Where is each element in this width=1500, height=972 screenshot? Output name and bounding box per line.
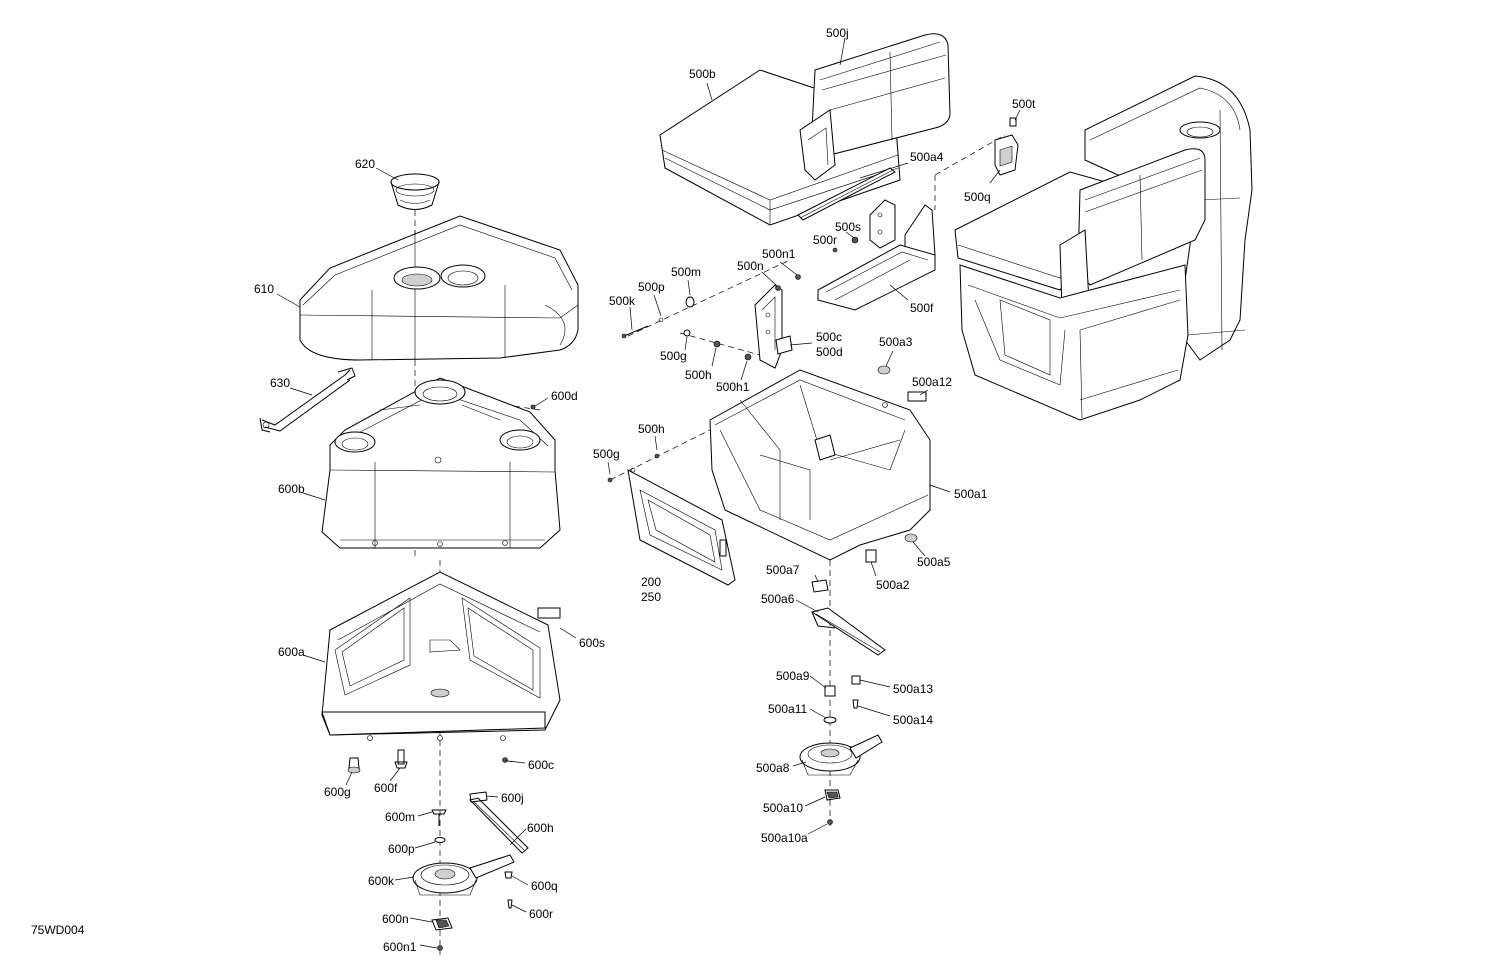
- label-500a7: 500a7: [766, 563, 800, 577]
- console-base-frame-600a: [321, 571, 561, 741]
- label-500a9: 500a9: [776, 669, 810, 683]
- label-200: 200: [641, 575, 661, 589]
- label-600b: 600b: [278, 482, 305, 496]
- label-500k: 500k: [609, 294, 636, 308]
- label-500j: 500j: [826, 26, 849, 40]
- label-500a2: 500a2: [876, 578, 910, 592]
- label-500a14: 500a14: [893, 713, 933, 727]
- label-500d: 500d: [816, 345, 843, 359]
- label-500a5: 500a5: [917, 555, 951, 569]
- label-600m: 600m: [385, 810, 415, 824]
- label-500g: 500g: [593, 447, 620, 461]
- label-600n1: 600n1: [383, 940, 417, 954]
- label-500a13: 500a13: [893, 682, 933, 696]
- callout-labels: 500j 500b 500t 500a4 500q 500s 500r 500n…: [31, 26, 1036, 954]
- label-500h: 500h: [638, 422, 665, 436]
- access-panel-200-250: [627, 467, 736, 586]
- console-body-600b: [321, 377, 561, 549]
- seat-backrest-500j: [799, 33, 951, 181]
- label-600n: 600n: [382, 912, 409, 926]
- label-500a3: 500a3: [879, 335, 913, 349]
- label-500a4: 500a4: [910, 150, 944, 164]
- label-600p: 600p: [388, 842, 415, 856]
- label-500p: 500p: [638, 280, 665, 294]
- label-500a1: 500a1: [954, 487, 988, 501]
- label-600q: 600q: [531, 879, 558, 893]
- label-500g-top: 500g: [660, 349, 687, 363]
- complete-seat-assembly: [954, 75, 1253, 421]
- label-620: 620: [355, 157, 375, 171]
- console-top-cover-610: [299, 215, 579, 361]
- grab-handle-630: [259, 367, 356, 433]
- side-bracket-500c-500d: [754, 284, 793, 369]
- label-610: 610: [254, 282, 274, 296]
- label-500a11: 500a11: [768, 702, 807, 716]
- label-500r: 500r: [813, 233, 837, 247]
- label-600s: 600s: [579, 636, 605, 650]
- label-500m: 500m: [671, 265, 701, 279]
- label-500a12: 500a12: [912, 375, 952, 389]
- slide-rail-500a4: [797, 167, 896, 221]
- seat-latch-500q: [994, 117, 1019, 176]
- label-600d: 600d: [551, 389, 578, 403]
- label-500n: 500n: [737, 259, 764, 273]
- label-500b: 500b: [689, 67, 716, 81]
- label-500a6: 500a6: [761, 592, 795, 606]
- swivel-bearing-600k: [412, 791, 529, 951]
- seat-base-frame-500a1: [709, 365, 931, 563]
- drawing-id: 75WD004: [31, 923, 85, 937]
- label-500n1: 500n1: [762, 247, 796, 261]
- label-500t: 500t: [1012, 97, 1036, 111]
- label-600c: 600c: [528, 758, 554, 772]
- lower-swivel-bearing-500a8: [799, 675, 883, 825]
- label-600g: 600g: [324, 785, 351, 799]
- label-600j: 600j: [501, 791, 524, 805]
- seat-bracket-500f: [817, 199, 936, 311]
- label-600r: 600r: [529, 907, 553, 921]
- label-500a8: 500a8: [756, 761, 790, 775]
- label-600h: 600h: [527, 821, 554, 835]
- lower-swivel-500a6: [810, 579, 886, 656]
- label-500f: 500f: [910, 301, 934, 315]
- label-500q: 500q: [964, 190, 991, 204]
- label-500a10a: 500a10a: [761, 831, 808, 845]
- label-600f: 600f: [374, 781, 398, 795]
- center-top-fasteners: [621, 274, 801, 361]
- cup-holder-620: [390, 173, 440, 210]
- label-500s: 500s: [835, 220, 861, 234]
- label-500h-top: 500h: [685, 368, 712, 382]
- label-600a: 600a: [278, 645, 305, 659]
- label-500c: 500c: [816, 330, 842, 344]
- center-mid-fasteners: [607, 453, 660, 483]
- label-500a10: 500a10: [763, 801, 803, 815]
- label-600k: 600k: [368, 874, 395, 888]
- label-250: 250: [641, 590, 661, 604]
- leader-lines: [276, 37, 1021, 949]
- label-500h1: 500h1: [716, 380, 750, 394]
- label-630: 630: [270, 376, 290, 390]
